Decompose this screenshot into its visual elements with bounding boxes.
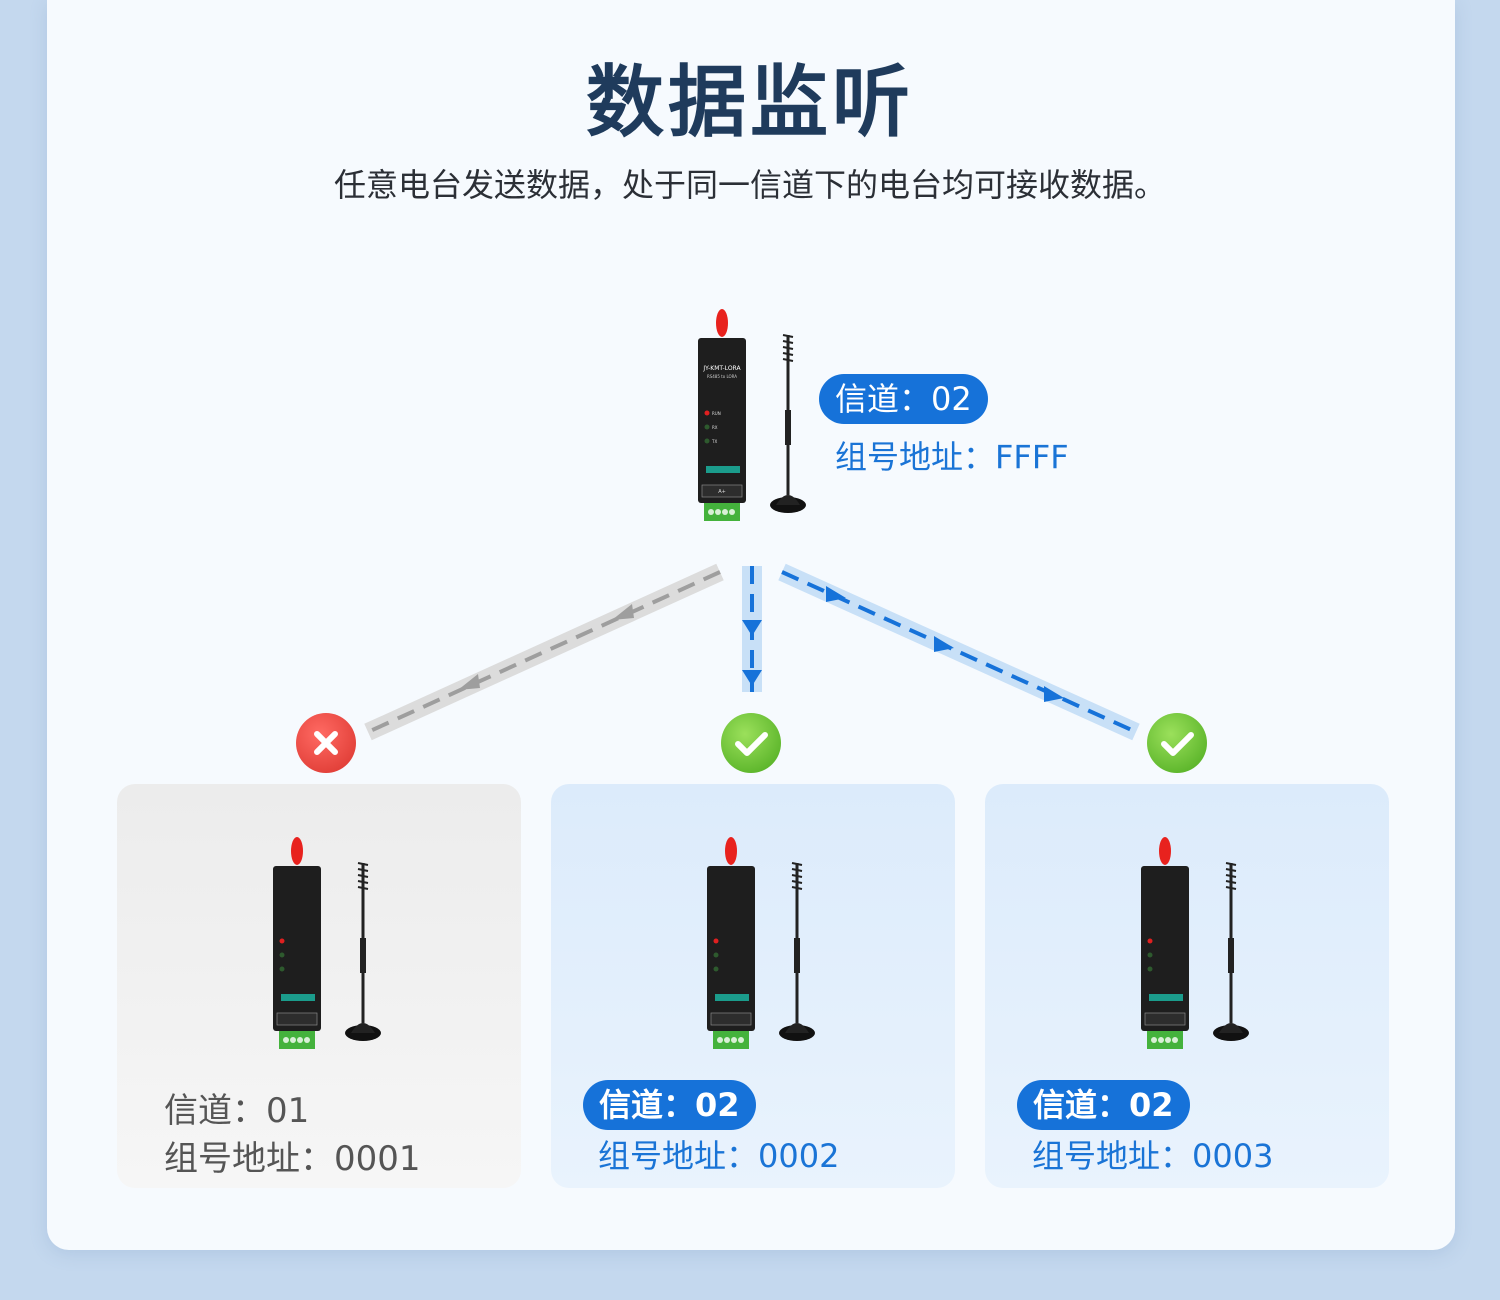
path-center-arrow-2 <box>742 670 762 686</box>
device-subtitle-label: RS485 to LORA <box>707 374 737 379</box>
transmission-paths <box>364 563 1140 741</box>
reject-icon <box>296 713 356 773</box>
path-right-arrow-2 <box>934 636 954 652</box>
accept-icon <box>721 713 781 773</box>
receiver-1-address: 组号地址：0001 <box>164 1139 421 1179</box>
led-label-tx: TX <box>711 439 717 444</box>
receiver-device-2 <box>699 833 829 1062</box>
path-rejected-arrow-2 <box>458 674 480 690</box>
receiver-3-channel-pill: 信道：02 <box>1017 1080 1190 1130</box>
page-subtitle: 任意电台发送数据，处于同一信道下的电台均可接收数据。 <box>333 166 1166 204</box>
receiver-device-3 <box>1133 833 1263 1062</box>
receiver-2-channel-pill: 信道：02 <box>583 1080 756 1130</box>
path-right-arrow-1 <box>826 586 846 602</box>
transmitter-device: JY-KMT-LORA RS485 to LORA RUN RX TX A+ <box>690 305 820 534</box>
receiver-device-1 <box>265 833 395 1062</box>
path-right-arrow-3 <box>1044 686 1064 702</box>
receiver-1-channel: 信道：01 <box>164 1091 310 1131</box>
page-title: 数据监听 <box>585 58 914 148</box>
led-label-rx: RX <box>712 425 718 430</box>
path-rejected-dashes <box>367 570 721 734</box>
accept-icon <box>1147 713 1207 773</box>
transmitter-address: 组号地址：FFFF <box>835 438 1069 476</box>
path-rejected-arrow-1 <box>612 604 634 620</box>
transmitter-channel-pill: 信道：02 <box>819 374 988 424</box>
led-label-run: RUN <box>712 411 721 416</box>
receiver-2-address: 组号地址：0002 <box>598 1137 840 1175</box>
receiver-3-address: 组号地址：0003 <box>1032 1137 1274 1175</box>
terminal-label: A+ <box>718 489 726 495</box>
device-model-label: JY-KMT-LORA <box>702 365 741 372</box>
path-center-arrow-1 <box>742 620 762 636</box>
